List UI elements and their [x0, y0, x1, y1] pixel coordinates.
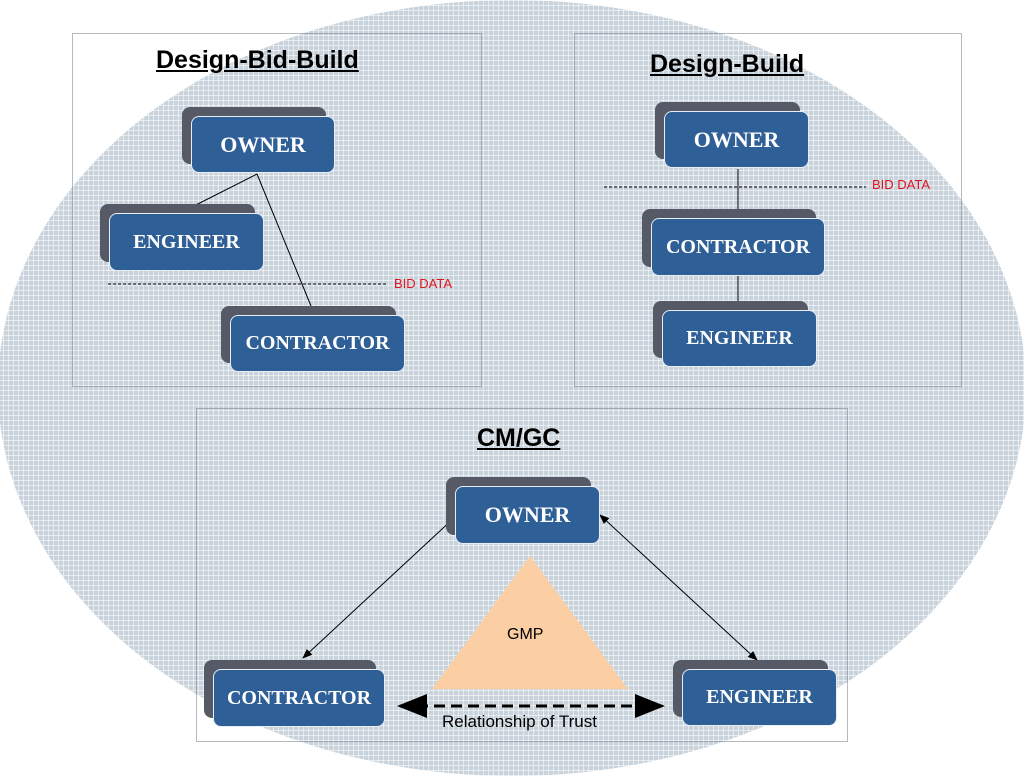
dbb-owner-engineer-line	[181, 173, 258, 213]
db-engineer-box: ENGINEER	[662, 310, 817, 367]
db-contractor-box: CONTRACTOR	[651, 218, 825, 276]
cm-gc-title: CM/GC	[477, 424, 561, 452]
cmgc-owner-engineer-arrow	[599, 514, 758, 661]
db-owner-box: OWNER	[664, 111, 809, 168]
cmgc-contractor-box: CONTRACTOR	[213, 669, 385, 727]
dbb-owner-box: OWNER	[191, 116, 335, 173]
dbb-bid-data-label: BID DATA	[394, 276, 453, 291]
cmgc-owner-contractor-arrow	[302, 516, 456, 659]
db-bid-data-label: BID DATA	[872, 177, 931, 192]
design-bid-build-panel	[72, 33, 482, 387]
cm-gc-panel	[196, 408, 848, 742]
design-build-title: Design-Build	[650, 50, 805, 78]
relationship-of-trust-label: Relationship of Trust	[442, 712, 597, 731]
gmp-label: GMP	[507, 626, 544, 643]
dbb-engineer-box: ENGINEER	[109, 213, 264, 271]
dbb-owner-contractor-line	[256, 173, 312, 307]
dbb-contractor-box: CONTRACTOR	[230, 315, 405, 372]
gmp-triangle	[432, 556, 628, 689]
design-bid-build-title: Design-Bid-Build	[156, 46, 359, 74]
cmgc-engineer-box: ENGINEER	[682, 669, 837, 726]
design-build-panel	[574, 33, 962, 387]
cmgc-owner-box: OWNER	[455, 486, 600, 544]
